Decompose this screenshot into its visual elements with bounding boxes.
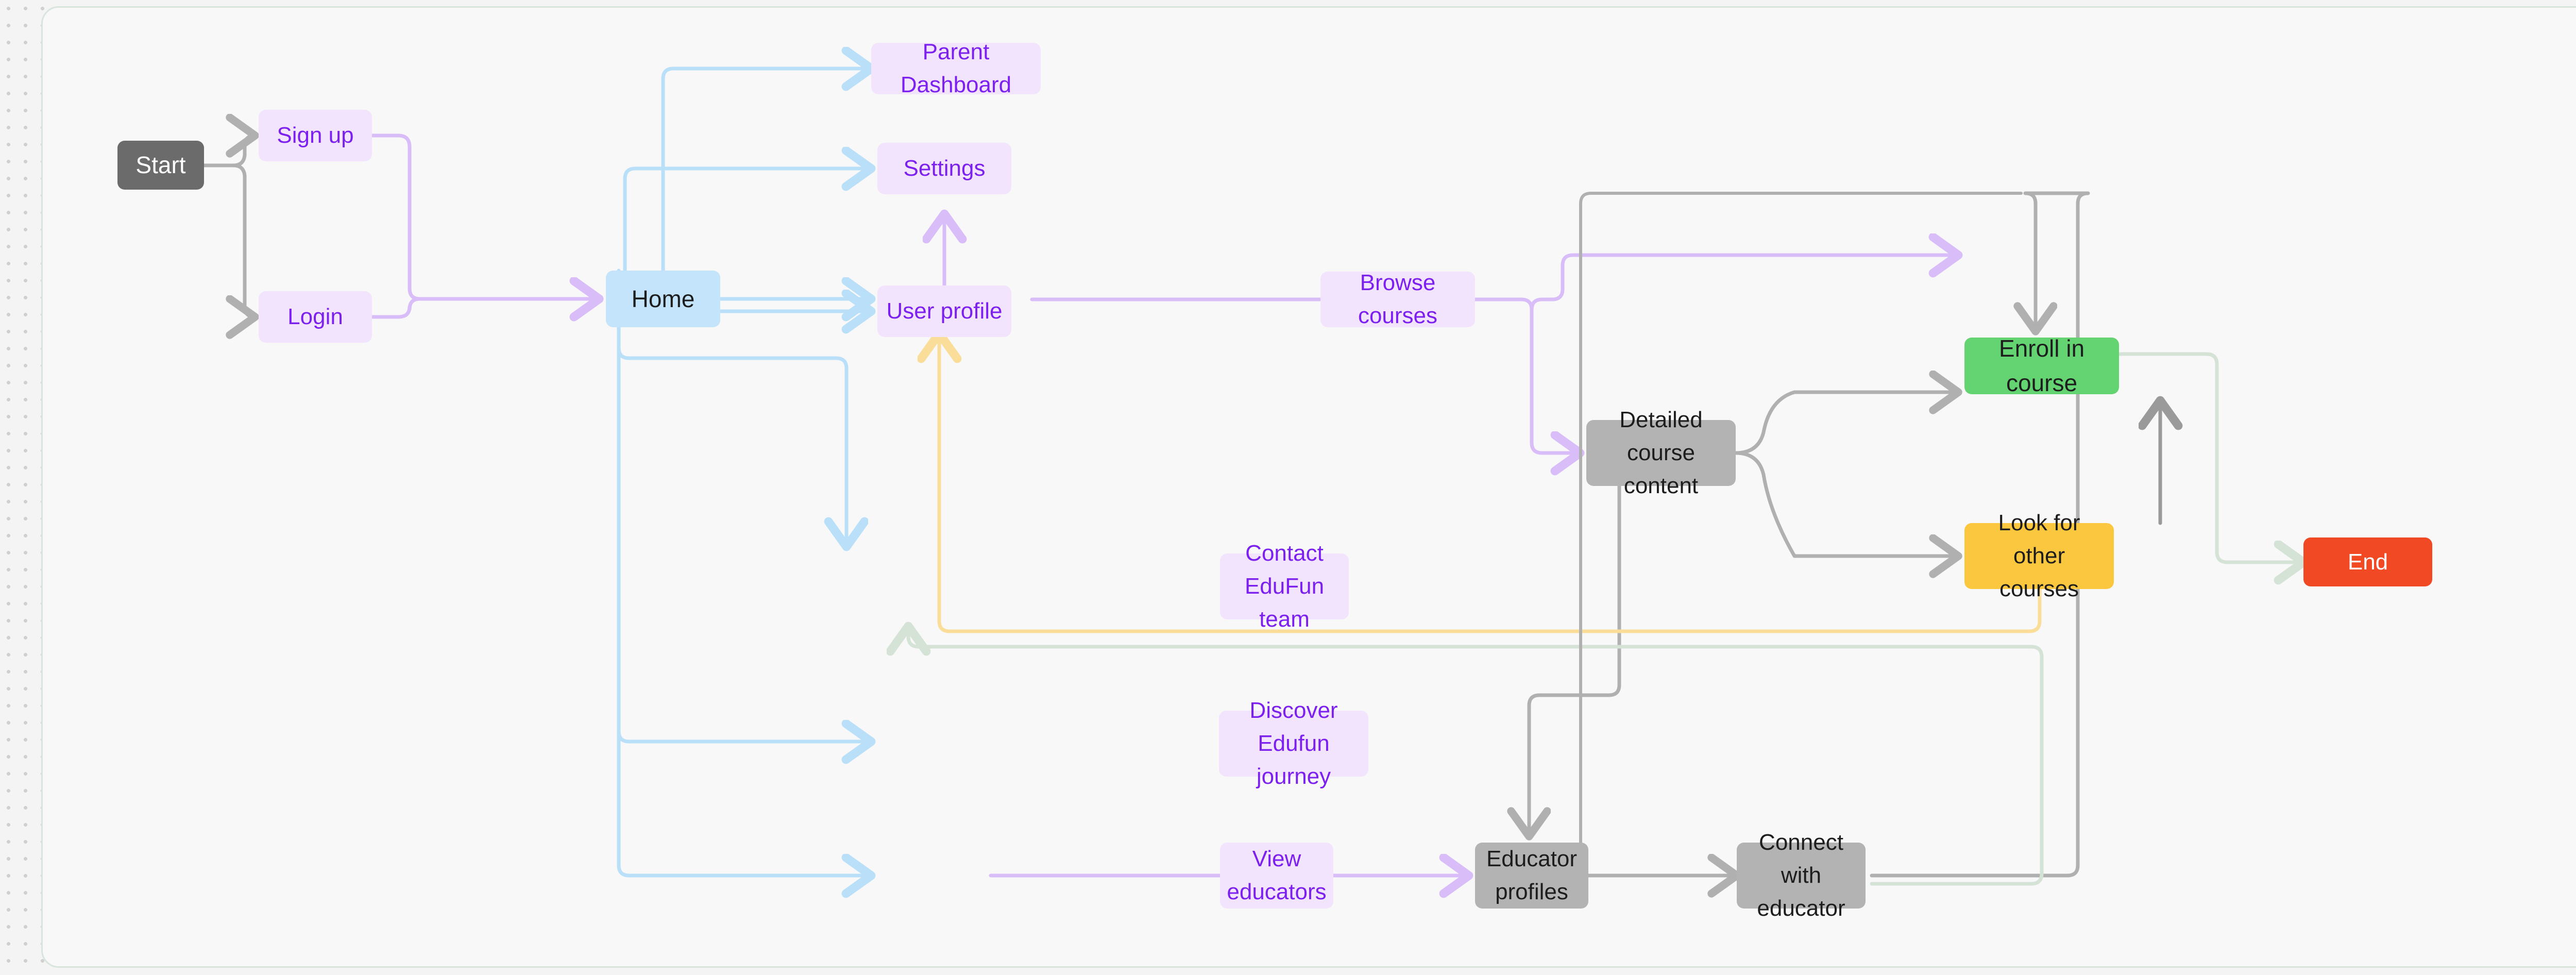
node-detailed-course-content[interactable]: Detailed course content	[1586, 407, 1736, 498]
edge-connect-enroll	[1870, 191, 2090, 878]
node-home[interactable]: Home	[606, 271, 720, 327]
node-view-educators[interactable]: View educators	[1220, 843, 1333, 909]
edge-start-login	[202, 163, 255, 317]
edge-layer	[202, 8, 2576, 968]
edge-home-trunk-up	[661, 69, 871, 273]
edge-detail-lookother	[1734, 451, 1958, 556]
edge-lookother-browse	[939, 333, 2042, 633]
edge-home-settings	[623, 169, 871, 273]
node-enroll-in-course[interactable]: Enroll in course	[1964, 335, 2119, 396]
edge-start-signup	[202, 136, 255, 167]
edge-home-viewedu	[617, 325, 871, 876]
node-browse-courses[interactable]: Browse courses	[1320, 270, 1475, 328]
edge-home-discover	[617, 325, 871, 742]
node-contact-edufun-team[interactable]: Contact EduFun team	[1220, 541, 1349, 632]
node-user-profile[interactable]: User profile	[877, 285, 1011, 337]
flowchart-canvas[interactable]: Start Sign up Login Home Parent Dashboar…	[41, 6, 2576, 968]
edge-detail-enroll	[1734, 392, 1958, 455]
node-login[interactable]: Login	[259, 291, 372, 343]
node-start[interactable]: Start	[117, 141, 204, 190]
edge-enroll-end	[2117, 352, 2303, 562]
edge-browse-enroll	[1530, 255, 1958, 312]
edge-signup-home	[370, 133, 599, 299]
edge-browse-detail	[1030, 297, 1580, 453]
node-settings[interactable]: Settings	[877, 143, 1011, 194]
node-end[interactable]: End	[2303, 537, 2432, 586]
edge-top-bar-gray-h	[1579, 192, 2023, 205]
node-educator-profiles[interactable]: Educator profiles	[1475, 843, 1588, 909]
edge-connect-contact	[908, 626, 2044, 886]
node-connect-with-educator[interactable]: Connect with educator	[1737, 830, 1866, 921]
edge-home-contact	[617, 325, 846, 547]
edge-login-home	[370, 299, 599, 317]
node-discover-edufun-journey[interactable]: Discover Edufun journey	[1219, 698, 1368, 789]
node-look-for-other-courses[interactable]: Look for other courses	[1964, 510, 2114, 601]
node-parent-dashboard[interactable]: Parent Dashboard	[871, 39, 1041, 97]
edge-detail-eduprof	[1529, 484, 1621, 836]
node-sign-up[interactable]: Sign up	[259, 110, 372, 161]
